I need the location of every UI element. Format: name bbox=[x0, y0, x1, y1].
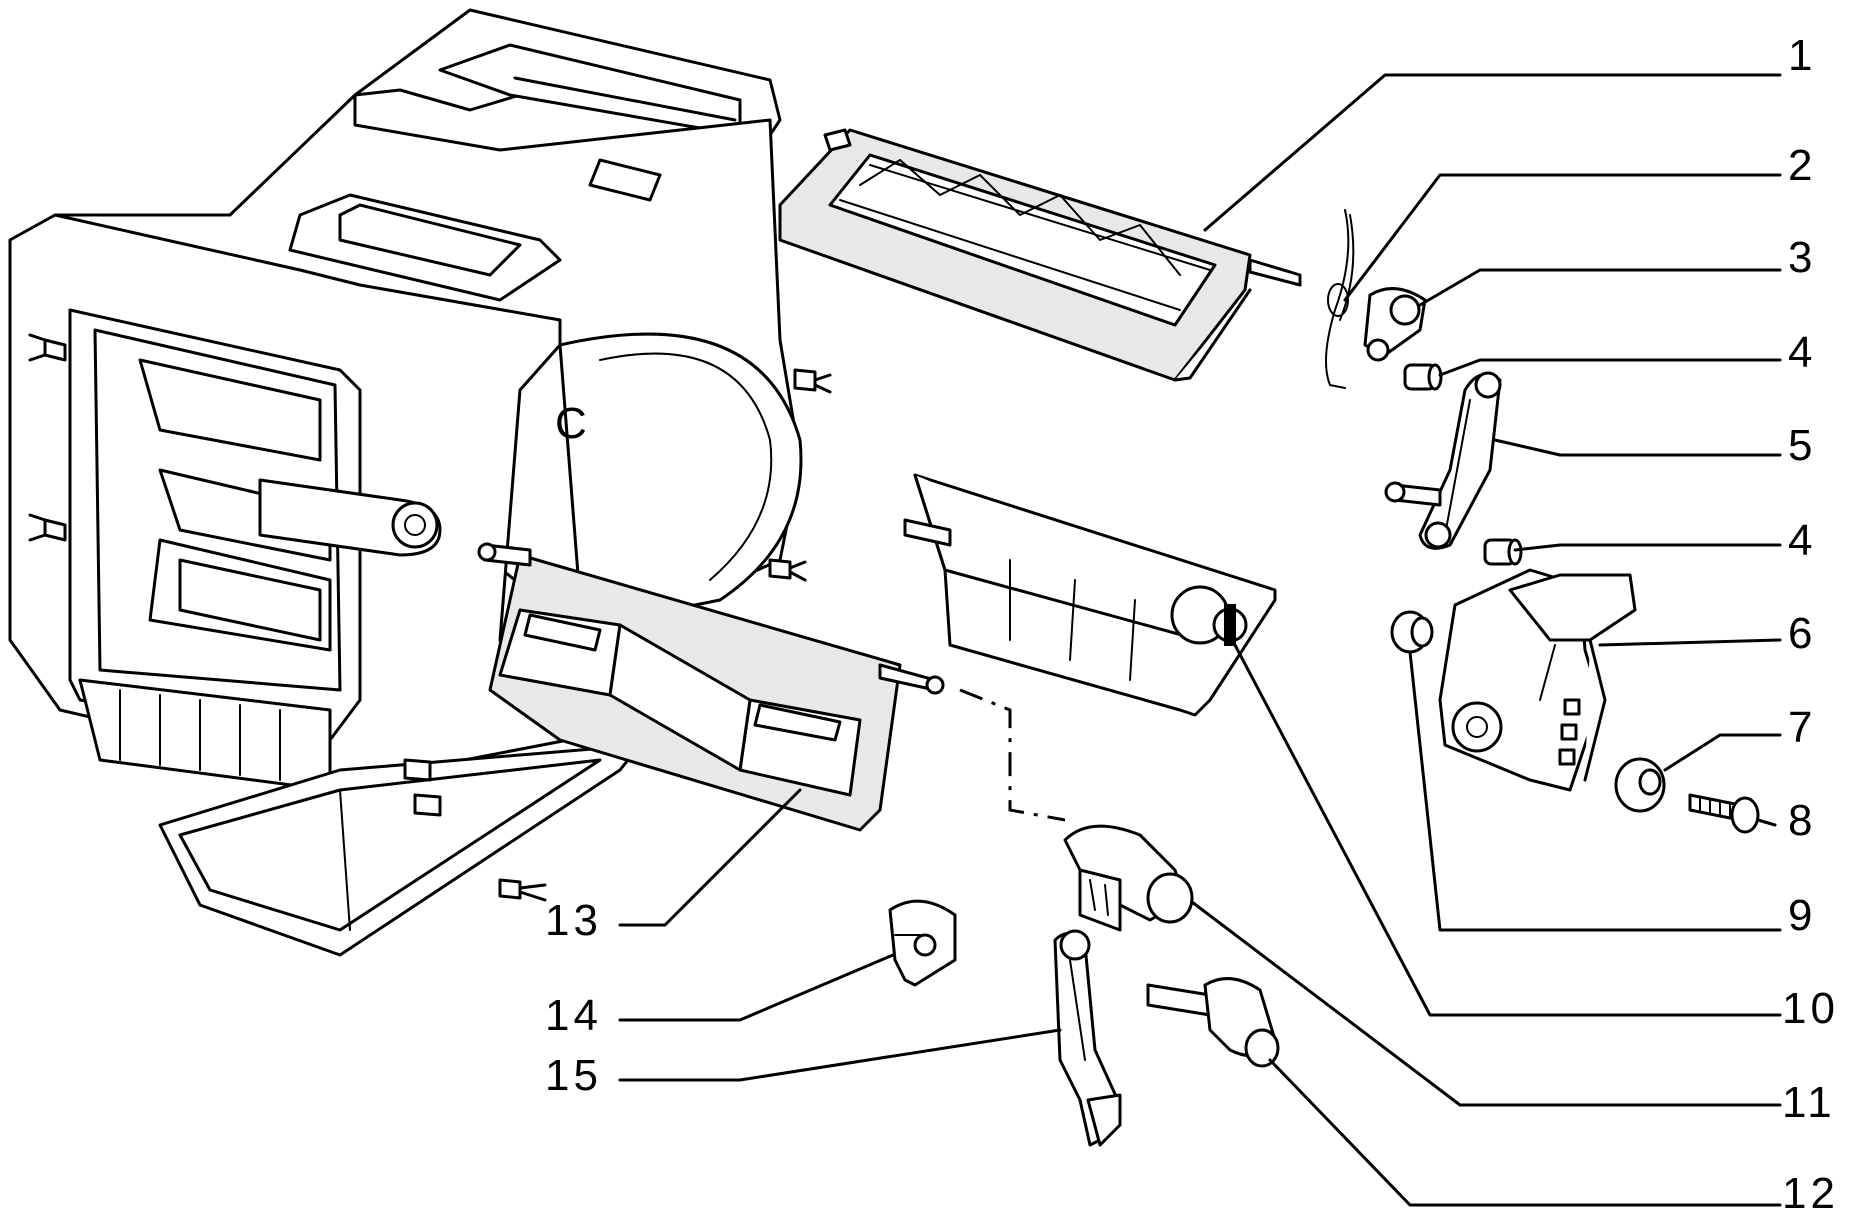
part-8-screw bbox=[1688, 793, 1760, 834]
leader-12 bbox=[1268, 1058, 1782, 1207]
callout-2: 2 bbox=[1788, 141, 1816, 190]
callout-labels: 1 2 3 4 5 4 6 7 8 9 10 11 12 13 14 15 bbox=[545, 31, 1839, 1213]
part-2-spring bbox=[1325, 209, 1355, 389]
housing-mark: C bbox=[555, 399, 591, 448]
leader-15 bbox=[618, 1028, 1062, 1082]
part-15-link-arm bbox=[1053, 929, 1122, 1147]
part-14-clip bbox=[888, 899, 957, 987]
leader-13 bbox=[618, 788, 802, 927]
part-4-bushing-upper bbox=[1403, 363, 1443, 391]
callout-13: 13 bbox=[545, 896, 602, 945]
leader-4b bbox=[1513, 543, 1782, 552]
part-10-lower-flap bbox=[903, 473, 1277, 717]
part-4-bushing-lower bbox=[1483, 538, 1523, 566]
leader-11 bbox=[1190, 900, 1782, 1107]
leader-10 bbox=[1233, 643, 1782, 1017]
callout-9: 9 bbox=[1788, 891, 1816, 940]
leader-5 bbox=[1493, 438, 1782, 457]
callout-6: 6 bbox=[1788, 609, 1816, 658]
part-1-upper-flap bbox=[778, 128, 1302, 382]
callout-10: 10 bbox=[1782, 984, 1839, 1033]
part-13-lower-flap bbox=[477, 542, 1066, 832]
callout-15: 15 bbox=[545, 1051, 602, 1100]
leader-14 bbox=[618, 953, 895, 1022]
leader-2 bbox=[1343, 173, 1782, 302]
heater-housing: C bbox=[8, 8, 832, 957]
leader-7 bbox=[1663, 733, 1782, 772]
callout-7: 7 bbox=[1788, 703, 1816, 752]
leader-9 bbox=[1408, 650, 1782, 932]
callout-8: 8 bbox=[1788, 796, 1816, 845]
part-11-motor bbox=[1063, 824, 1194, 932]
callout-3: 3 bbox=[1788, 233, 1816, 282]
part-12-sensor bbox=[1146, 977, 1280, 1068]
callout-14: 14 bbox=[545, 991, 602, 1040]
callout-4-upper: 4 bbox=[1788, 328, 1816, 377]
part-3-lever bbox=[1363, 287, 1427, 362]
part-9-bushing bbox=[1390, 610, 1434, 654]
part-5-lever-arm bbox=[1384, 371, 1502, 550]
callout-5: 5 bbox=[1788, 421, 1816, 470]
leader-8 bbox=[1756, 818, 1777, 827]
leader-4a bbox=[1438, 358, 1782, 377]
leader-lines bbox=[618, 73, 1782, 1207]
callout-1: 1 bbox=[1788, 31, 1816, 80]
part-6-bracket bbox=[1438, 568, 1637, 792]
callout-4-lower: 4 bbox=[1788, 516, 1816, 565]
callout-11: 11 bbox=[1782, 1078, 1836, 1127]
leader-6 bbox=[1598, 638, 1782, 647]
leader-3 bbox=[1418, 268, 1782, 307]
callout-12: 12 bbox=[1782, 1169, 1839, 1213]
leader-1 bbox=[1203, 73, 1782, 232]
part-7-washer bbox=[1614, 757, 1666, 813]
